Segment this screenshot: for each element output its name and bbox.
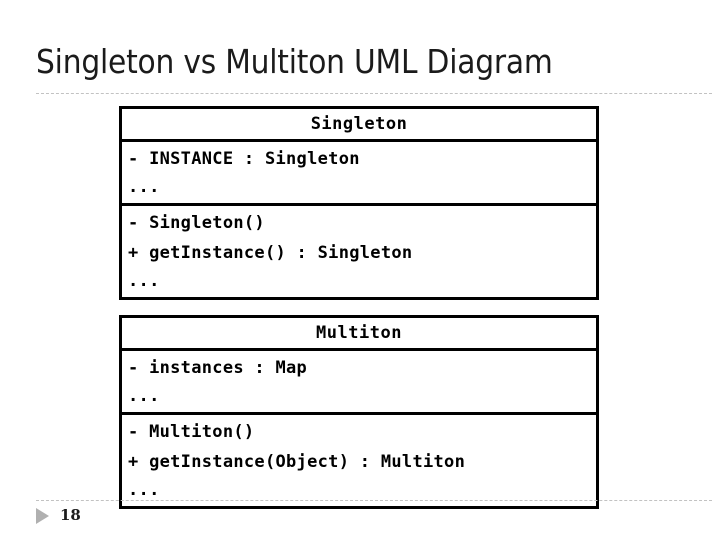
attribute-row: - instances : Map: [128, 358, 308, 378]
operation-row: - Multiton(): [128, 422, 255, 442]
attribute-row: - INSTANCE : Singleton: [128, 149, 360, 169]
class-name-label: Singleton: [310, 114, 408, 134]
uml-class-singleton: Singleton - INSTANCE : Singleton ... - S…: [119, 106, 599, 300]
operation-row: + getInstance(Object) : Multiton: [128, 452, 466, 472]
footer-divider: [36, 500, 712, 501]
class-attributes-compartment: - INSTANCE : Singleton ...: [122, 139, 596, 203]
class-operations-compartment: - Singleton() + getInstance() : Singleto…: [122, 203, 596, 297]
operation-row: + getInstance() : Singleton: [128, 243, 413, 263]
class-attributes-compartment: - instances : Map ...: [122, 348, 596, 412]
operation-row: - Singleton(): [128, 213, 265, 233]
triangle-right-icon: [36, 508, 49, 524]
page-title: Singleton vs Multiton UML Diagram: [36, 42, 553, 81]
attribute-row: ...: [128, 177, 160, 197]
page-number: 18: [60, 506, 81, 524]
class-name-label: Multiton: [316, 323, 402, 343]
class-operations-compartment: - Multiton() + getInstance(Object) : Mul…: [122, 412, 596, 506]
title-divider: [36, 93, 712, 94]
attribute-row: ...: [128, 386, 160, 406]
uml-class-multiton: Multiton - instances : Map ... - Multito…: [119, 315, 599, 509]
class-name-compartment: Multiton: [122, 318, 596, 348]
class-name-compartment: Singleton: [122, 109, 596, 139]
operation-row: ...: [128, 271, 160, 291]
operation-row: ...: [128, 480, 160, 500]
